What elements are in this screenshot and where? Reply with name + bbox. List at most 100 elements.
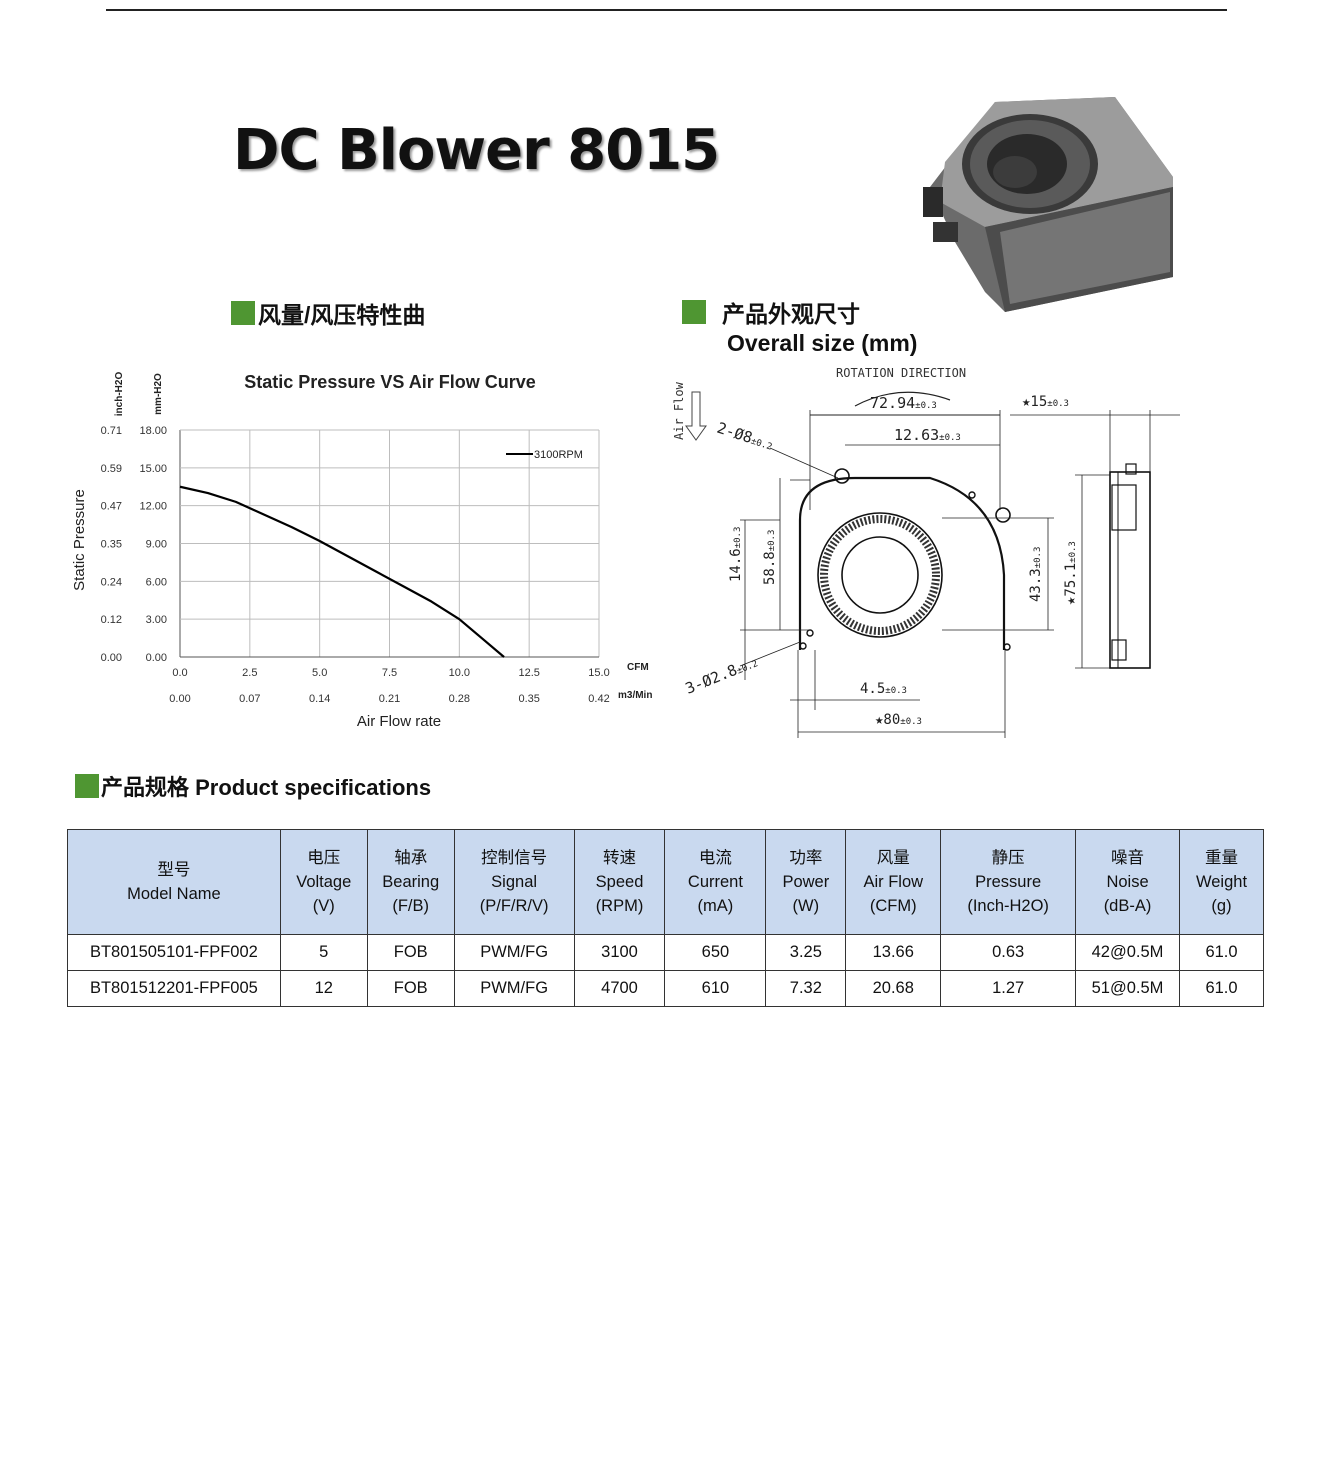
dim-height-75: ★75.1±0.3 (1063, 541, 1079, 605)
y-tick-mm: 6.00 (146, 576, 167, 588)
cell-model: BT801505101-FPF002 (67, 934, 281, 971)
table-row: BT801505101-FPF002 5 FOB PWM/FG 3100 650… (67, 934, 1264, 971)
y-tick-inch: 0.59 (101, 463, 122, 475)
legend-label: 3100RPM (534, 449, 583, 461)
x-tick-cfm: 12.5 (518, 667, 539, 679)
y-tick-mm: 18.00 (139, 425, 167, 437)
cell-airflow: 13.66 (845, 934, 942, 971)
section-spec-heading: 产品规格 Product specifications (75, 770, 431, 802)
section-marker (682, 300, 706, 324)
table-row: BT801512201-FPF005 12 FOB PWM/FG 4700 61… (67, 970, 1264, 1007)
y-tick-mm: 9.00 (146, 539, 167, 551)
x-tick-m3: 0.07 (239, 693, 260, 705)
x-tick-cfm: 10.0 (449, 667, 470, 679)
x-tick-m3: 0.14 (309, 693, 330, 705)
cell-bearing: FOB (366, 934, 455, 971)
y-tick-inch: 0.24 (101, 576, 122, 588)
y-tick-mm: 3.00 (146, 614, 167, 626)
product-photo (923, 97, 1173, 312)
airflow-label: Air Flow (672, 381, 686, 440)
x-tick-cfm: 0.0 (172, 667, 187, 679)
y-tick-inch: 0.35 (101, 539, 122, 551)
cell-airflow: 20.68 (845, 970, 942, 1007)
cell-pressure: 1.27 (940, 970, 1077, 1007)
section-curve-label: 风量/风压特性曲 (258, 302, 426, 328)
cell-power: 7.32 (765, 970, 847, 1007)
x-tick-cfm: 15.0 (588, 667, 609, 679)
cell-speed: 3100 (573, 934, 666, 971)
dim-width-top: 72.94±0.3 (870, 394, 937, 412)
y-unit-primary: mm-H2O (153, 373, 164, 415)
rotation-label: ROTATION DIRECTION (836, 366, 966, 380)
x-unit-primary: CFM (627, 662, 649, 673)
dim-foot: 4.5±0.3 (860, 681, 907, 697)
section-curve-heading: 风量/风压特性曲 (231, 296, 425, 330)
y-tick-inch: 0.47 (101, 501, 122, 513)
impeller (817, 512, 943, 638)
x-tick-m3: 0.00 (169, 693, 190, 705)
x-tick-m3: 0.21 (379, 693, 400, 705)
chart-title: Static Pressure VS Air Flow Curve (244, 372, 535, 392)
x-tick-cfm: 5.0 (312, 667, 327, 679)
side-view (1109, 471, 1151, 669)
top-rule (106, 9, 1227, 11)
x-tick-cfm: 2.5 (242, 667, 257, 679)
dim-height-58: 58.8±0.3 (762, 530, 778, 585)
x-tick-cfm: 7.5 (382, 667, 397, 679)
dimension-drawing: ROTATION DIRECTION Air Flow 72.94±0.3 ★1… (672, 366, 1180, 738)
pressure-flow-chart: 0.0 0.00 2.5 0.07 5.0 0.14 7.5 0.21 10.0 0.28 12.5… (71, 372, 652, 730)
cell-bearing: FOB (366, 970, 455, 1007)
section-size-label: 产品外观尺寸 (722, 301, 860, 327)
dim-height-43: 43.3±0.3 (1028, 547, 1044, 602)
dim-hole-bottom: 3-Ø2.8±0.2 (683, 653, 760, 698)
cell-speed: 4700 (573, 970, 666, 1007)
section-size-heading: 产品外观尺寸 (682, 295, 860, 329)
cell-signal: PWM/FG (453, 934, 575, 971)
cell-weight: 61.0 (1179, 970, 1264, 1007)
y-unit-secondary: inch-H2O (114, 372, 125, 417)
section-size-subtitle: Overall size (mm) (727, 330, 918, 356)
cell-model: BT801512201-FPF005 (67, 970, 281, 1007)
section-marker (231, 301, 255, 325)
cell-current: 650 (664, 934, 767, 971)
dim-offset: 12.63±0.3 (894, 426, 961, 444)
x-tick-m3: 0.28 (449, 693, 470, 705)
chart-grid (179, 429, 600, 658)
section-spec-label: 产品规格 Product specifications (101, 775, 432, 800)
airflow-arrow-icon (685, 391, 707, 441)
chart-series (179, 485, 505, 658)
series-line (179, 485, 505, 658)
cell-weight: 61.0 (1179, 934, 1264, 971)
cell-current: 610 (664, 970, 767, 1007)
section-marker (75, 774, 99, 798)
cell-voltage: 5 (279, 934, 368, 971)
x-unit-secondary: m3/Min (618, 690, 652, 701)
cell-signal: PWM/FG (453, 970, 575, 1007)
x-axis-label: Air Flow rate (357, 713, 441, 730)
cell-noise: 42@0.5M (1075, 934, 1180, 971)
x-tick-m3: 0.42 (588, 693, 609, 705)
x-tick-m3: 0.35 (518, 693, 539, 705)
dim-thickness: ★15±0.3 (1022, 394, 1069, 410)
y-tick-inch: 0.12 (101, 614, 122, 626)
y-tick-mm: 0.00 (146, 652, 167, 664)
blower-housing (798, 476, 1006, 650)
y-tick-inch: 0.00 (101, 652, 122, 664)
cell-power: 3.25 (765, 934, 847, 971)
y-tick-inch: 0.71 (101, 425, 122, 437)
cell-pressure: 0.63 (940, 934, 1077, 971)
page-title: DC Blower 8015 (233, 118, 720, 183)
